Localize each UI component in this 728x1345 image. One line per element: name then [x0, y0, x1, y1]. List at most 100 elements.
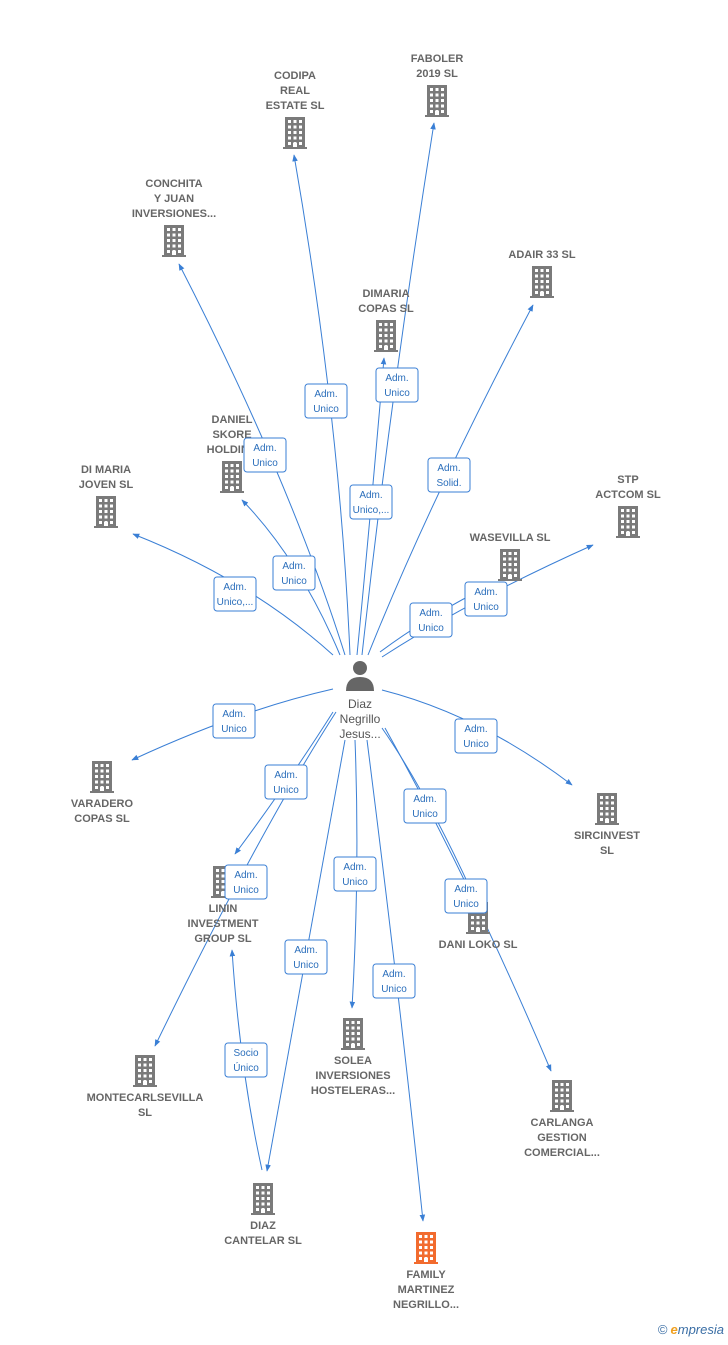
edge-label-varadero[interactable]: Adm.Unico [212, 703, 256, 739]
company-name-line: MONTECARLSEVILLA [87, 1092, 204, 1104]
edge-label-box [243, 437, 287, 473]
edge-label-text: Único [233, 1061, 259, 1074]
building-icon [283, 117, 307, 149]
company-name-line: VARADERO [71, 798, 134, 810]
company-name-line: INVERSIONES... [132, 208, 216, 220]
edge-label-sircinvest[interactable]: Adm.Unico [454, 718, 498, 754]
edge-label-box [375, 367, 419, 403]
company-node-montecarl[interactable]: MONTECARLSEVILLA SL [87, 1055, 204, 1119]
edge-label-conchita[interactable]: Adm.Unico [243, 437, 287, 473]
company-name-line: 2019 SL [416, 68, 458, 80]
building-icon [595, 793, 619, 825]
company-name-line: MARTINEZ [398, 1284, 455, 1296]
company-node-carlanga[interactable]: CARLANGA GESTION COMERCIAL... [524, 1080, 600, 1159]
edge-label-box [212, 703, 256, 739]
company-name-line: NEGRILLO... [393, 1299, 459, 1311]
edge-label-dimaria-copas[interactable]: Adm.Unico,... [349, 484, 393, 520]
company-node-solea[interactable]: SOLEA INVERSIONES HOSTELERAS... [311, 1018, 395, 1097]
edge-label-diaz-cantelar[interactable]: Adm. Unico [284, 939, 328, 975]
edge-label-codipa[interactable]: Adm.Unico [304, 383, 348, 419]
company-name-line: COPAS SL [74, 813, 130, 825]
company-name-line: DANI LOKO SL [439, 939, 518, 951]
edge-label-family[interactable]: Adm.Unico [372, 963, 416, 999]
edge-label-text: Adm. [253, 443, 276, 454]
building-icon [414, 1232, 438, 1264]
company-name-line: SL [138, 1107, 152, 1119]
company-name-line: Y JUAN [154, 193, 194, 205]
edge-label-carlanga[interactable]: Adm.Unico [444, 878, 488, 914]
edge-label-text: Unico [342, 877, 368, 888]
edge-label-text: Unico [463, 739, 489, 750]
company-name-line: ACTCOM SL [595, 489, 661, 501]
edge-label-stp[interactable]: Adm.Unico [464, 581, 508, 617]
company-name-line: STP [617, 474, 638, 486]
edge-label-box [304, 383, 348, 419]
brand-name: mpresia [677, 1322, 724, 1337]
edge-label-faboler[interactable]: Adm.Unico [375, 367, 419, 403]
company-name-line: SOLEA [334, 1055, 372, 1067]
edge-label-text: Adm. [294, 945, 317, 956]
edge-label-box [224, 1042, 268, 1078]
edge-label-box [333, 856, 377, 892]
edge-label-daniloko[interactable]: Adm.Unico [403, 788, 447, 824]
edge-label-solea[interactable]: Adm.Unico [333, 856, 377, 892]
edge-label-dimaria-joven[interactable]: Adm. Unico,... [213, 576, 257, 612]
empresia-watermark: ©empresia [658, 1322, 724, 1337]
company-name-line: INVERSIONES [315, 1070, 390, 1082]
edge-label-wasevilla[interactable]: Adm.Unico [409, 602, 453, 638]
person-name-line: Negrillo [340, 712, 381, 726]
company-node-adair[interactable]: ADAIR 33 SL [508, 249, 576, 298]
edge-label-text: Unico [273, 785, 299, 796]
edge-label-text: Adm. [223, 582, 246, 593]
edge-label-text: Adm. [474, 587, 497, 598]
person-icon [346, 661, 374, 691]
edge-label-box [454, 718, 498, 754]
company-name-line: INVESTMENT [188, 918, 259, 930]
brand-initial: e [670, 1322, 678, 1337]
edge-label-text: Adm. [382, 969, 405, 980]
company-name-line: CODIPA [274, 70, 316, 82]
company-node-wasevilla[interactable]: WASEVILLA SL [470, 532, 551, 581]
company-node-dimaria-joven[interactable]: DI MARIA JOVEN SL [79, 464, 134, 528]
building-icon [530, 266, 554, 298]
edge-label-text: Unico,... [353, 505, 390, 516]
company-name-line: DANIEL [212, 414, 253, 426]
edge-label-text: Adm. [413, 794, 436, 805]
company-name-line: SL [600, 845, 614, 857]
company-name-line: DI MARIA [81, 464, 131, 476]
company-name-line: JOVEN SL [79, 479, 134, 491]
edge-label-adair[interactable]: Adm.Solid. [427, 457, 471, 493]
company-name-line: CARLANGA [531, 1117, 594, 1129]
company-name-line: LININ [209, 903, 238, 915]
edge-label-text: Solid. [436, 478, 461, 489]
company-node-family[interactable]: FAMILY MARTINEZ NEGRILLO... [393, 1232, 459, 1311]
building-icon [550, 1080, 574, 1112]
company-name-line: SKORE [212, 429, 251, 441]
company-node-stp[interactable]: STP ACTCOM SL [595, 474, 661, 538]
person-node-center[interactable]: DiazNegrilloJesus... [339, 661, 381, 741]
edge-label-daniel[interactable]: Adm.Unico [272, 555, 316, 591]
company-name-line: HOSTELERAS... [311, 1085, 395, 1097]
copyright-symbol: © [657, 1322, 668, 1337]
edge-label-text: Unico [418, 623, 444, 634]
company-name-line: FAMILY [406, 1269, 446, 1281]
edge-label-text: Unico,... [217, 597, 254, 608]
edge-label-linin[interactable]: Adm.Unico [264, 764, 308, 800]
company-name-line: GESTION [537, 1132, 587, 1144]
company-name-line: DIMARIA [362, 288, 409, 300]
company-node-varadero[interactable]: VARADERO COPAS SL [71, 761, 134, 825]
edge-label-text: Unico [281, 576, 307, 587]
edge-label-montecarl[interactable]: Adm.Unico [224, 864, 268, 900]
company-name-line: COMERCIAL... [524, 1147, 600, 1159]
company-name-line: DIAZ [250, 1220, 276, 1232]
building-icon [251, 1183, 275, 1215]
edge-label-text: Unico [293, 960, 319, 971]
company-name-line: WASEVILLA SL [470, 532, 551, 544]
